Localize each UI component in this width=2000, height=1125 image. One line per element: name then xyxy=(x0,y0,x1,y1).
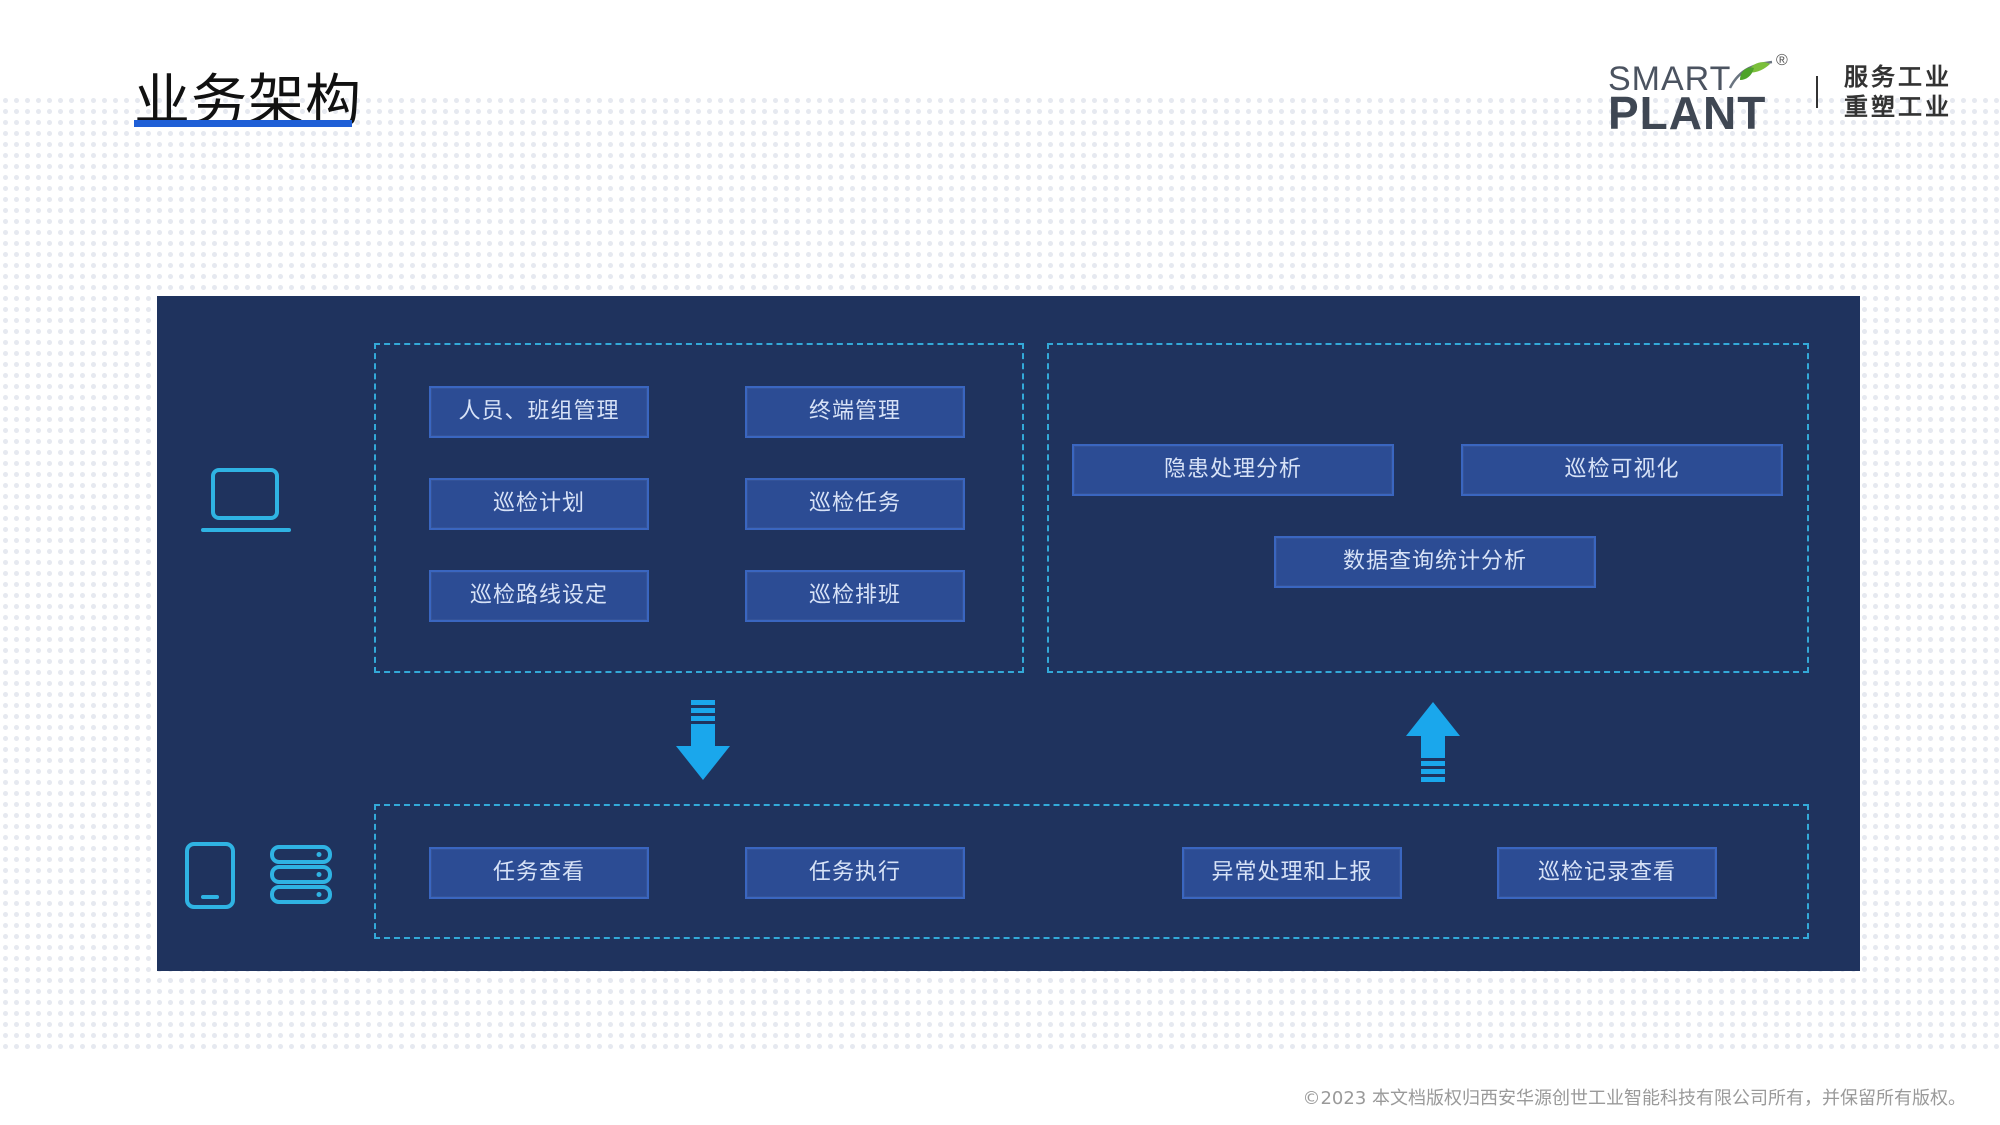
logo-slogan: 服务工业 重塑工业 xyxy=(1844,62,1952,122)
leaf-icon xyxy=(1728,60,1773,89)
logo-divider xyxy=(1816,76,1818,108)
laptop-icon xyxy=(201,468,291,532)
btn-terminal-management[interactable]: 终端管理 xyxy=(745,386,965,438)
tablet-icon xyxy=(185,842,235,909)
btn-data-query-statistics[interactable]: 数据查询统计分析 xyxy=(1274,536,1596,588)
btn-exception-report[interactable]: 异常处理和上报 xyxy=(1182,847,1402,899)
arrow-up-icon xyxy=(1406,702,1460,782)
btn-task-view[interactable]: 任务查看 xyxy=(429,847,649,899)
company-logo: SMART PLANT ® 服务工业 重塑工业 xyxy=(1608,52,1968,139)
btn-task-execute[interactable]: 任务执行 xyxy=(745,847,965,899)
btn-inspection-visualization[interactable]: 巡检可视化 xyxy=(1461,444,1783,496)
arrow-down-icon xyxy=(676,700,730,780)
btn-hazard-analysis[interactable]: 隐患处理分析 xyxy=(1072,444,1394,496)
copyright-footer: ©2023 本文档版权归西安华源创世工业智能科技有限公司所有，并保留所有版权。 xyxy=(1302,1088,1966,1109)
btn-route-setting[interactable]: 巡检路线设定 xyxy=(429,570,649,622)
architecture-panel: 人员、班组管理 终端管理 巡检计划 巡检任务 巡检路线设定 巡检排班 隐患处理分… xyxy=(157,296,1860,971)
mobile-group xyxy=(374,804,1809,939)
slogan-line-1: 服务工业 xyxy=(1844,63,1952,91)
logo-plant-text: PLANT xyxy=(1608,87,1767,139)
btn-personnel-management[interactable]: 人员、班组管理 xyxy=(429,386,649,438)
btn-inspection-schedule[interactable]: 巡检排班 xyxy=(745,570,965,622)
slogan-line-2: 重塑工业 xyxy=(1844,93,1952,121)
btn-inspection-records[interactable]: 巡检记录查看 xyxy=(1497,847,1717,899)
logo-smart-text: SMART xyxy=(1608,60,1732,98)
title-underline xyxy=(134,120,352,127)
btn-inspection-plan[interactable]: 巡检计划 xyxy=(429,478,649,530)
server-icon xyxy=(270,845,332,904)
management-group xyxy=(374,343,1024,673)
registered-mark: ® xyxy=(1776,52,1788,69)
btn-inspection-task[interactable]: 巡检任务 xyxy=(745,478,965,530)
analysis-group xyxy=(1047,343,1809,673)
